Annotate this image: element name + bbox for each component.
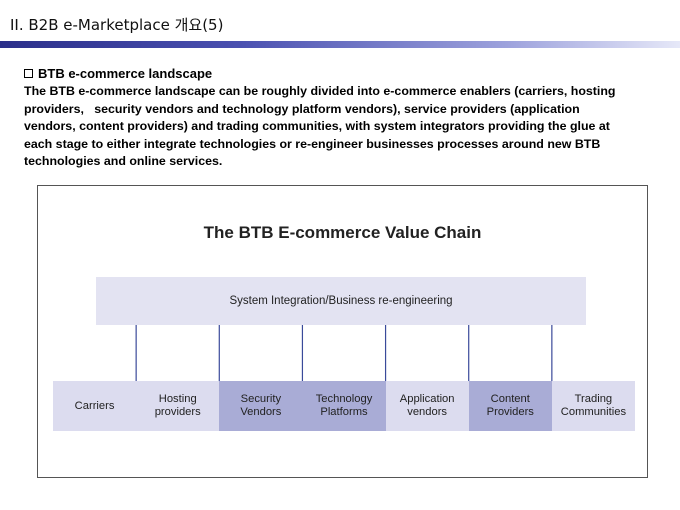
square-bullet-icon [24, 69, 33, 78]
value-chain-figure: The BTB E-commerce Value Chain System In… [37, 185, 648, 478]
body-line: technologies and online services. [24, 154, 223, 169]
slide-title: II. B2B e-Marketplace 개요(5) [10, 16, 224, 34]
chain-cell-application-vendors: Application vendors [385, 381, 469, 431]
section-heading-text: BTB e-commerce landscape [38, 66, 213, 81]
chain-cell-trading-communities: Trading Communities [551, 381, 635, 431]
chain-cell-carriers: Carriers [53, 381, 137, 431]
integration-label: System Integration/Business re-engineeri… [229, 295, 453, 307]
chain-cell-content-providers: Content Providers [468, 381, 552, 431]
body-paragraph: The BTB e-commerce landscape can be roug… [24, 83, 664, 171]
integration-band: System Integration/Business re-engineeri… [96, 277, 586, 325]
body-line: each stage to either integrate technolog… [24, 136, 601, 151]
integration-arrows [131, 325, 557, 393]
title-underline-bar [0, 41, 680, 48]
chain-cell-security-vendors: Security Vendors [219, 381, 303, 431]
figure-title: The BTB E-commerce Value Chain [203, 223, 482, 242]
value-chain-row: Carriers Hosting providers Security Vend… [53, 381, 635, 431]
body-line: vendors, content providers) and trading … [24, 119, 610, 134]
body-line: The BTB e-commerce landscape can be roug… [24, 84, 616, 98]
section-heading: BTB e-commerce landscape [24, 66, 212, 81]
body-line: providers, security vendors and technolo… [24, 101, 580, 116]
chain-cell-hosting-providers: Hosting providers [136, 381, 220, 431]
chain-cell-technology-platforms: Technology Platforms [302, 381, 386, 431]
